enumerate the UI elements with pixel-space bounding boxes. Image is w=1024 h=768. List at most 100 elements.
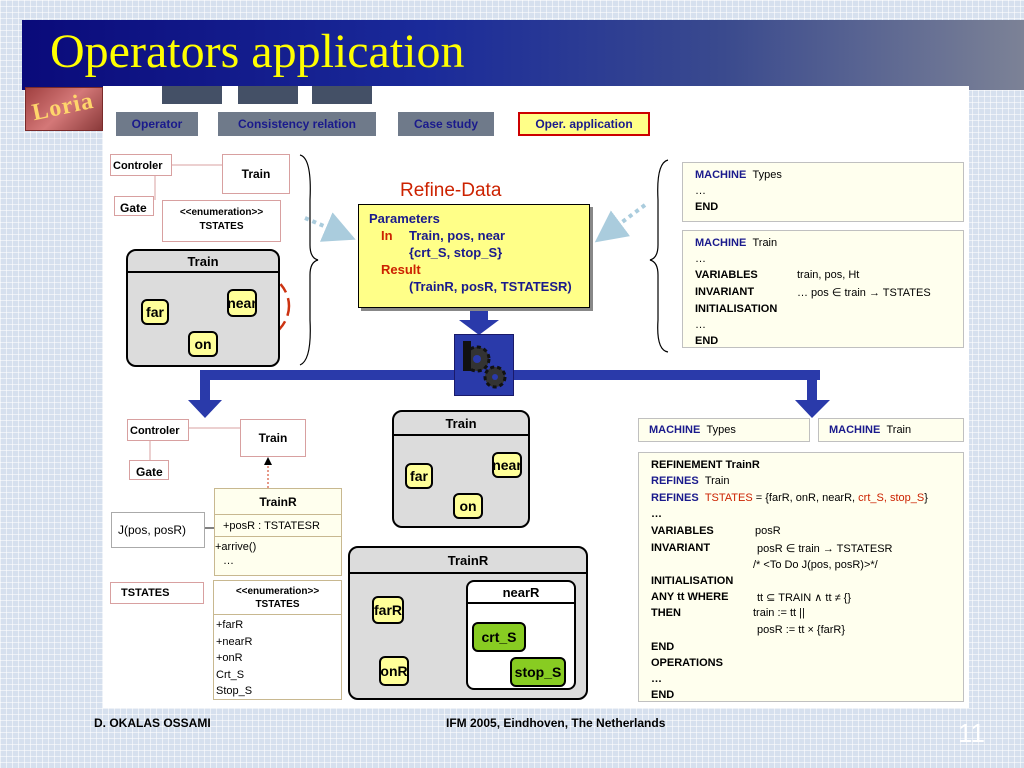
refines-value: Train [704,475,730,487]
state-on: on [453,493,483,519]
machine-name: Train [752,237,778,249]
trainr-operation: +arrive() [215,541,257,553]
trainr-op-dots: … [223,555,234,567]
tab-stub-1 [162,86,222,104]
right-brace [649,159,669,353]
variables-value: train, pos, Ht [797,269,860,281]
dots: … [695,185,706,197]
kw-invariant: INVARIANT [695,286,755,298]
kw-end: END [651,641,675,653]
statechart-title: TrainR [350,548,586,574]
kw-variables: VARIABLES [695,269,758,281]
gluing-note: J(pos, posR) [111,512,205,548]
refines-set-open: = {farR, onR, nearR, [752,492,859,504]
controler-class-refined: Controler [127,419,189,441]
state-farR: farR [372,596,404,624]
state-near: near [227,289,257,317]
in-vars: Train, pos, near [409,228,506,243]
kw-initialisation: INITIALISATION [695,303,778,315]
kw-end: END [695,335,719,347]
down-arrow-left [188,400,222,418]
todo-comment: /* <To Do J(pos, posR)>*/ [753,559,878,571]
left-brace [299,154,319,366]
enum-tstatesr: <<enumeration>> TSTATES +farR +nearR +on… [213,580,342,700]
state-far: far [405,463,433,489]
title-bar: Operators application [22,20,1024,90]
tab-case-study[interactable]: Case study [398,112,494,136]
dots: … [651,508,662,520]
kw-machine: MACHINE [829,424,881,436]
refines-tstates: TSTATES [704,492,753,504]
enum-name: TSTATES [199,221,244,232]
trainr-attribute: +posR : TSTATESR [215,515,341,537]
statechart-title: Train [394,412,528,436]
parameters-label: Parameters [369,211,440,226]
kw-initialisation: INITIALISATION [651,575,734,587]
machine-name: Types [752,169,782,181]
trainr-class: TrainR +posR : TSTATESR +arrive() … [214,488,342,576]
in-set: {crt_S, stop_S} [409,245,503,260]
train-class: Train [222,154,290,194]
result-label: Result [381,262,421,277]
then-assign-2: posR := tt × {farR} [757,624,846,636]
invariant-value: posR ∈ train → TSTATESR [757,543,893,555]
kw-machine: MACHINE [695,169,747,181]
machine-name: Types [706,424,736,436]
machine-train-header: MACHINE Train [818,418,964,442]
kw-then: THEN [651,607,681,619]
dotted-arrow-left [304,212,356,242]
state-stop-S: stop_S [510,657,566,687]
state-crt-S: crt_S [472,622,526,652]
kw-refines: REFINES [651,492,699,504]
gears-icon [454,334,514,396]
dots: … [695,253,706,265]
state-on: on [188,331,218,357]
controler-class: Controler [110,154,172,176]
refinement-trainr: REFINEMENT TrainR REFINES Train REFINES … [638,452,964,702]
enum-literal: Stop_S [216,685,253,697]
train-class-refined: Train [240,419,306,457]
machine-types-abstract: MACHINE Types … END [682,162,964,222]
state-far: far [141,299,169,325]
kw-end: END [651,689,675,701]
machine-name: Train [886,424,912,436]
trainr-class-name: TrainR [215,489,341,515]
footer-author: D. OKALAS OSSAMI [94,716,211,730]
enum-literal: +nearR [216,635,253,648]
kw-machine: MACHINE [695,237,747,249]
kw-variables: VARIABLES [651,525,714,537]
enum-stereotype: <<enumeration>> [235,586,320,597]
tstates-class: TSTATES [110,582,204,604]
footer-event: IFM 2005, Eindhoven, The Netherlands [446,716,666,730]
tab-operator[interactable]: Operator [116,112,198,136]
tab-consistency-relation[interactable]: Consistency relation [218,112,376,136]
result-value: (TrainR, posR, TSTATESR) [409,279,572,294]
enum-stereotype: <<enumeration>> [179,207,264,218]
variables-value: posR [755,525,781,537]
page-number: 11 [958,718,985,748]
dots: … [651,673,662,685]
slide-title: Operators application [50,25,465,78]
refine-data-title: Refine-Data [400,180,502,201]
kw-machine: MACHINE [649,424,701,436]
refines-new-states: crt_S, stop_S [858,492,925,504]
kw-end: END [695,201,719,213]
gate-class: Gate [114,196,154,216]
machine-types-header: MACHINE Types [638,418,810,442]
refines-set-close: } [924,492,928,504]
enum-tstates: <<enumeration>> TSTATES [162,200,281,242]
kw-operations: OPERATIONS [651,657,723,669]
invariant-value: … pos ∈ train → TSTATES [797,287,931,299]
kw-invariant: INVARIANT [651,542,711,554]
state-onR: onR [379,656,409,686]
kw-refines: REFINES [651,475,699,487]
tab-stub-2 [238,86,298,104]
tab-oper-application[interactable]: Oper. application [518,112,650,136]
gate-class-refined: Gate [129,460,169,480]
any-condition: tt ⊆ TRAIN ∧ tt ≠ {} [757,592,852,604]
dots: … [695,319,706,331]
enum-name: TSTATES [214,597,341,615]
then-assign-1: train := tt || [753,607,805,619]
state-near: near [492,452,522,478]
enum-literal: +onR [216,652,243,664]
